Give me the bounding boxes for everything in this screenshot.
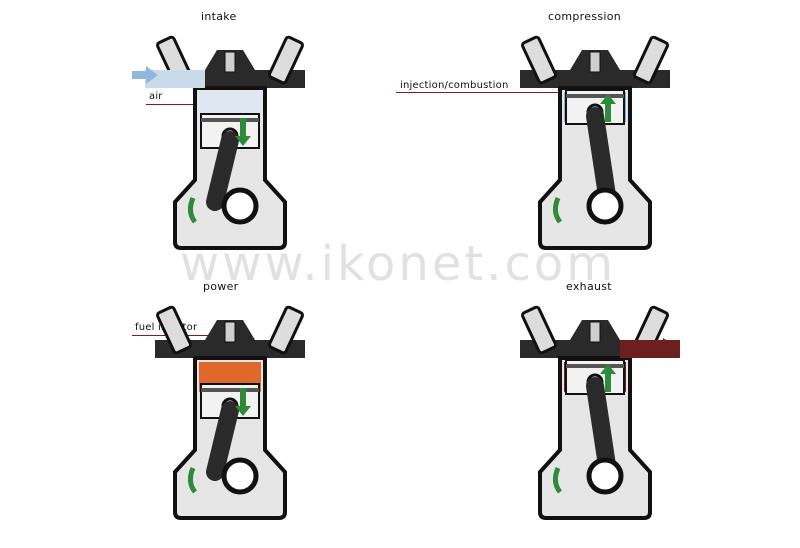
injector — [589, 51, 601, 73]
compression-engine-diagram — [520, 35, 670, 250]
cylinder-head — [155, 50, 305, 102]
exhaust-valve-spring — [633, 35, 669, 85]
exhaust-engine-diagram — [520, 305, 680, 520]
injection-combustion-leader-line — [396, 92, 582, 93]
intake-title: intake — [201, 10, 237, 23]
air-inflow-arrow — [132, 66, 158, 84]
up-arrow-icon — [600, 94, 616, 122]
intake-port — [145, 70, 205, 88]
crankshaft — [221, 457, 259, 495]
cylinder-head — [520, 50, 670, 102]
engine-group — [520, 35, 670, 250]
rotation-arrow-icon — [552, 467, 563, 494]
exhaust-title: exhaust — [566, 280, 612, 293]
rotation-arrow-icon — [187, 467, 198, 494]
intake-valve-spring — [521, 35, 557, 85]
watermark: www.ikonet.com — [180, 236, 616, 292]
air-label: air — [149, 91, 163, 102]
injector — [224, 51, 236, 73]
piston-ring — [566, 94, 624, 98]
connecting-rod — [206, 131, 239, 211]
crankshaft — [221, 187, 259, 225]
exhaust-outflow-arrow — [651, 338, 675, 354]
injector — [224, 321, 236, 343]
piston-ring — [201, 118, 259, 122]
injector — [589, 321, 601, 343]
exhaust-valve-spring — [268, 305, 304, 355]
crankshaft — [586, 187, 624, 225]
engine-group — [155, 305, 305, 520]
rotation-arrow-icon — [187, 197, 198, 224]
rotation-arrow-icon — [552, 197, 563, 224]
intake-engine-diagram — [145, 35, 305, 250]
injection-combustion-label: injection/combustion — [400, 80, 509, 91]
engine-group — [520, 305, 680, 520]
up-arrow-icon — [600, 364, 616, 392]
engine-group — [145, 35, 305, 250]
cylinder-head — [520, 320, 670, 372]
intake-valve-spring — [156, 305, 192, 355]
intake-valve-spring — [521, 305, 557, 355]
exhaust-valve-spring — [268, 35, 304, 85]
compression-title: compression — [548, 10, 622, 23]
down-arrow-icon — [235, 118, 251, 146]
cylinder-head — [155, 320, 305, 372]
down-arrow-icon — [235, 388, 251, 416]
power-title: power — [203, 280, 239, 293]
power-engine-diagram — [155, 305, 305, 520]
air-leader-line — [146, 104, 210, 105]
piston-ring — [201, 388, 259, 392]
crankshaft — [586, 457, 624, 495]
connecting-rod — [206, 401, 239, 481]
piston-ring — [566, 364, 624, 368]
